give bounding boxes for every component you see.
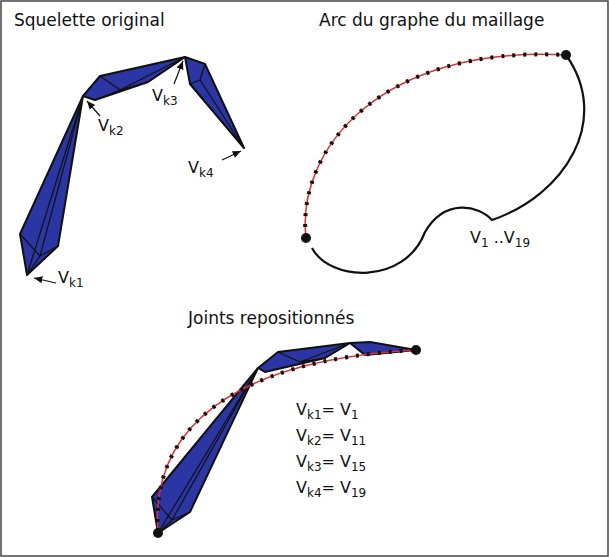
repositioned-skeleton: [152, 342, 421, 538]
mapping-label: Vk1= V1: [296, 400, 359, 419]
vertex-label: Vk1: [58, 268, 84, 287]
vertex-range-label: V1 ..V19: [470, 228, 530, 247]
panel-title: Squelette original: [14, 10, 165, 30]
vertex-label: Vk3: [152, 86, 178, 105]
vertex-label: Vk4: [188, 158, 214, 177]
mapping-label: Vk2= V11: [296, 426, 366, 445]
mesh-arc: [301, 50, 584, 273]
leader-lines: [34, 61, 241, 283]
panel-title: Arc du graphe du maillage: [319, 10, 544, 30]
mapping-label: Vk4= V19: [296, 478, 366, 497]
vertex-label: Vk2: [98, 116, 124, 135]
mapping-label: Vk3= V15: [296, 452, 366, 471]
panel-title: Joints repositionnés: [188, 308, 354, 328]
skeleton-original: [20, 57, 244, 275]
